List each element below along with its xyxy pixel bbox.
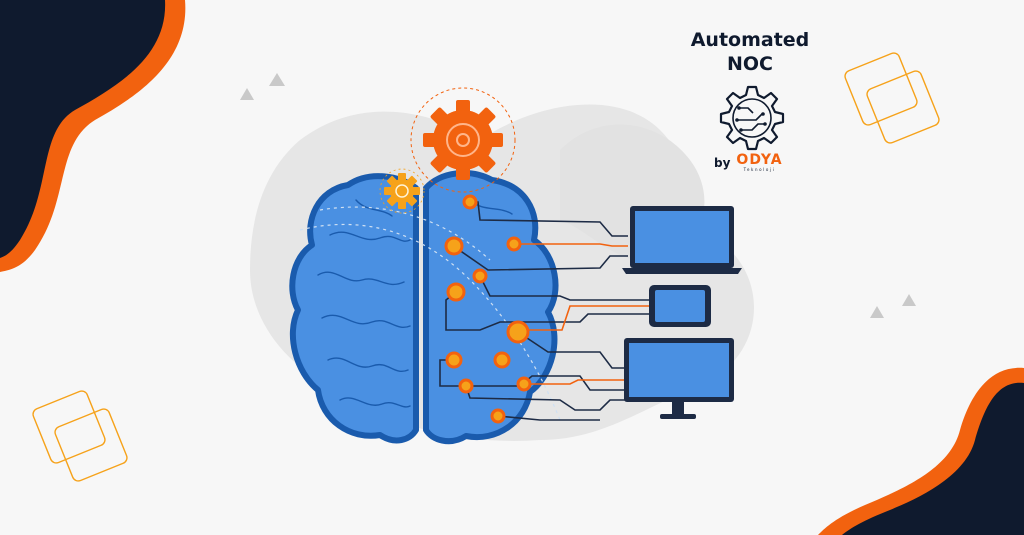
gear-circuit-icon: [719, 85, 785, 151]
circuit-cables-orange: [514, 243, 650, 385]
brand-sub: Teknoloji: [743, 167, 776, 172]
triangle-decoration: [870, 306, 884, 318]
small-gear-icon: [379, 168, 425, 214]
large-gear-icon: [410, 87, 516, 193]
wave-bottom-right: [842, 382, 1024, 535]
wave-top-left: [0, 0, 166, 258]
badge-title: Automated NOC: [650, 28, 850, 76]
badge-title-line2: NOC: [727, 53, 773, 75]
brand-credit: by ODYA Teknoloji: [714, 152, 783, 174]
tablet-icon: [649, 285, 711, 327]
brain-folds: [317, 199, 513, 408]
dashed-sweep: [299, 206, 561, 421]
brain: [289, 170, 559, 445]
brain-left-hemisphere: [289, 173, 419, 444]
triangle-decoration: [240, 88, 254, 100]
brand-name: ODYA: [736, 152, 783, 168]
neuron-nodes: [444, 194, 532, 424]
badge-title-line1: Automated: [690, 29, 810, 51]
laptop-icon: [622, 206, 742, 274]
by-label: by: [714, 156, 731, 170]
brand-logo: ODYA Teknoloji: [736, 152, 783, 172]
square-outline-decoration: [32, 390, 128, 482]
triangle-decoration: [902, 294, 916, 306]
triangle-decoration: [269, 73, 285, 86]
square-outline-decoration: [844, 52, 940, 144]
monitor-icon: [624, 338, 734, 419]
